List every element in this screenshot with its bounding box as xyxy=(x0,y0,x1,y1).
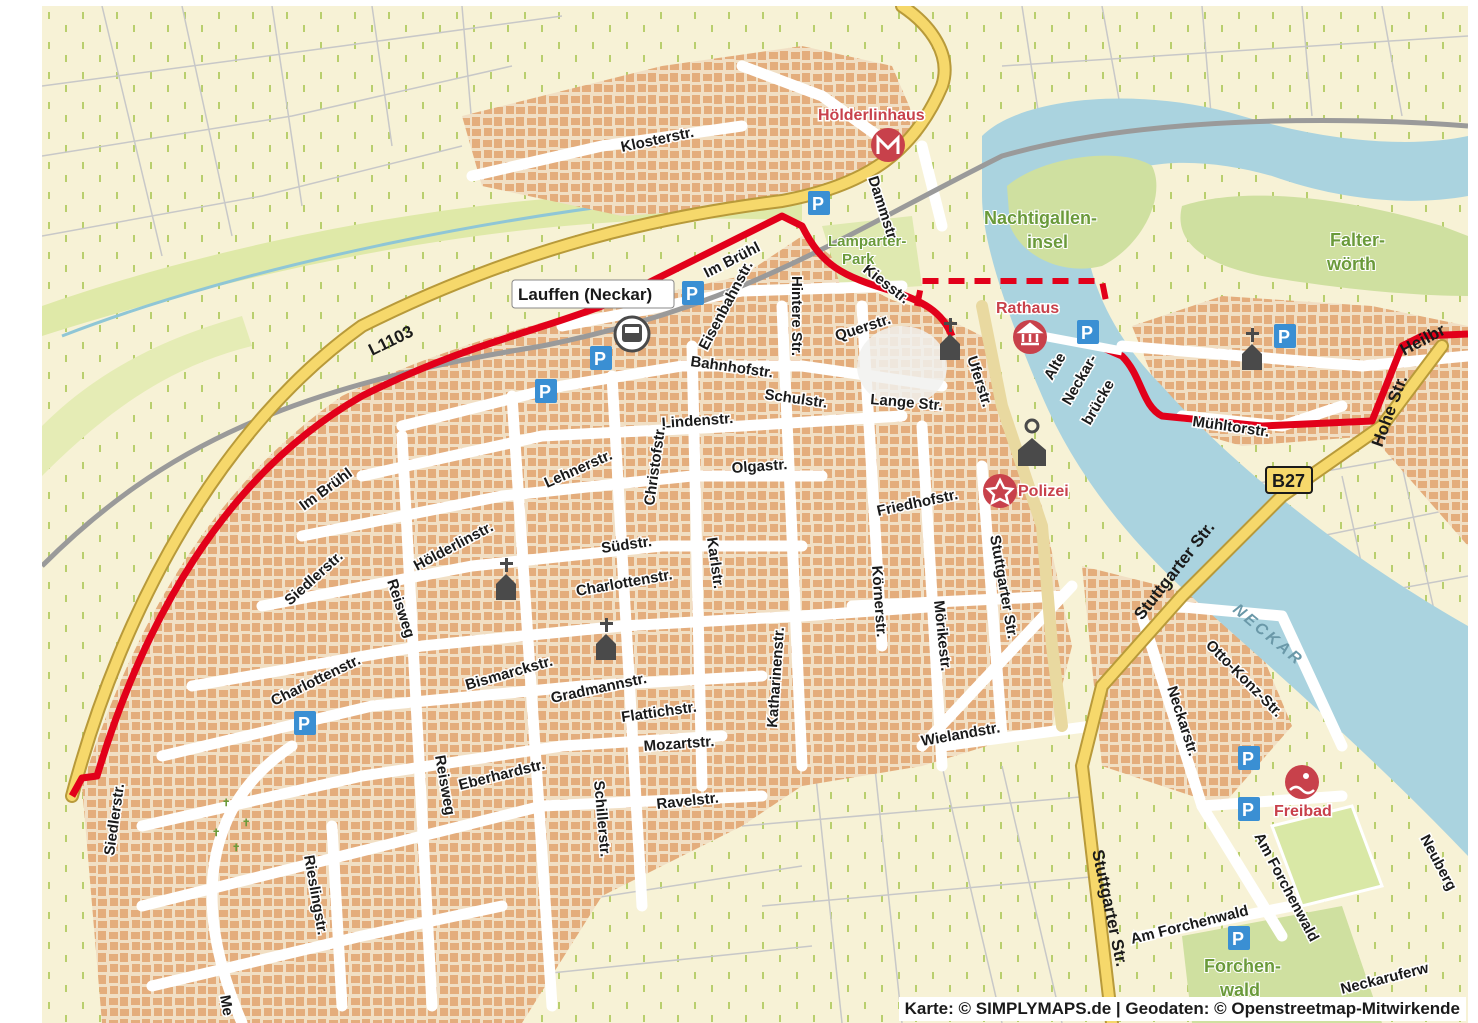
church-icon xyxy=(596,618,616,660)
field-boundaries xyxy=(42,6,1468,1023)
parking-icon: P xyxy=(1228,926,1250,950)
label-lamparter-2: Park xyxy=(842,251,875,268)
parking-icon: P xyxy=(1274,324,1296,348)
svg-text:P: P xyxy=(1278,327,1290,347)
parking-icon: P xyxy=(1077,320,1099,344)
church-icon xyxy=(496,558,516,600)
svg-text:P: P xyxy=(812,194,824,214)
b27-sign: B27 xyxy=(1265,466,1313,494)
label-polizei: Polizei xyxy=(1018,483,1069,500)
svg-text:✝: ✝ xyxy=(212,828,220,839)
label-olgastr: Olgastr. xyxy=(731,456,788,477)
route-dashed xyxy=(914,278,1110,307)
parking-icon: P xyxy=(808,191,830,215)
label-nachtigallen-2: insel xyxy=(1027,232,1068,252)
church-icon xyxy=(940,318,960,360)
label-falter-2: wörth xyxy=(1326,254,1376,274)
police-icon xyxy=(983,474,1017,508)
parking-icons[interactable]: P P P P P P P P P P xyxy=(294,191,1296,950)
label-lamparter-1: Lamparter- xyxy=(828,233,906,250)
svg-text:P: P xyxy=(1232,929,1244,949)
svg-text:P: P xyxy=(686,284,698,304)
church-icon xyxy=(1242,328,1262,370)
green-strip-2 xyxy=(42,316,252,476)
railway xyxy=(42,117,1468,568)
label-nachtigallen-1: Nachtigallen- xyxy=(984,208,1097,228)
svg-text:P: P xyxy=(298,714,310,734)
parking-icon: P xyxy=(294,711,316,735)
blurred-area xyxy=(857,326,947,406)
svg-text:P: P xyxy=(539,382,551,402)
nachtigallen-island xyxy=(1007,155,1157,269)
city-map[interactable]: Klosterstr. Im Brühl Im Brühl L1103 Eise… xyxy=(42,6,1468,1023)
main-roads xyxy=(65,6,1449,1023)
svg-text:✝: ✝ xyxy=(222,798,230,809)
svg-text:✝: ✝ xyxy=(232,843,240,854)
svg-text:P: P xyxy=(594,349,606,369)
train-station-icon[interactable] xyxy=(613,315,651,353)
route-line xyxy=(68,212,956,798)
church-icons xyxy=(496,318,1262,660)
svg-text:P: P xyxy=(1242,749,1254,769)
label-forchen-1: Forchen- xyxy=(1204,956,1281,976)
station-lauffen[interactable]: Lauffen (Neckar) xyxy=(511,279,675,309)
falterwoerth-island xyxy=(1180,195,1468,296)
parking-icon: P xyxy=(535,379,557,403)
b27-label: B27 xyxy=(1272,471,1305,491)
label-hoelderlinhaus: Hölderlinhaus xyxy=(818,107,925,124)
svg-text:P: P xyxy=(1081,323,1093,343)
label-freibad: Freibad xyxy=(1274,803,1332,820)
cemetery-markers: ✝ ✝ ✝ ✝ xyxy=(212,798,250,854)
parking-icon: P xyxy=(682,281,704,305)
swimming-pool-icon xyxy=(1285,765,1319,799)
label-rathaus: Rathaus xyxy=(996,300,1059,317)
town-hall-icon xyxy=(1013,320,1047,354)
station-label: Lauffen (Neckar) xyxy=(518,285,652,304)
label-hintere-str: Hintere Str. xyxy=(788,276,805,356)
label-forchen-2: wald xyxy=(1219,980,1260,1000)
label-me: Me xyxy=(216,994,236,1017)
museum-icon xyxy=(871,128,905,162)
label-falter-1: Falter- xyxy=(1330,230,1385,250)
parking-icon: P xyxy=(1238,797,1260,821)
parking-icon: P xyxy=(590,346,612,370)
route-line-east xyxy=(1085,330,1468,430)
sports-field xyxy=(1270,804,1384,908)
mosque-icon xyxy=(1018,418,1046,466)
map-credits: Karte: © SIMPLYMAPS.de | Geodaten: © Ope… xyxy=(898,997,1466,1021)
svg-text:P: P xyxy=(1242,800,1254,820)
svg-text:✝: ✝ xyxy=(242,818,250,829)
parking-icon: P xyxy=(1238,746,1260,770)
neckar-river xyxy=(982,98,1468,857)
